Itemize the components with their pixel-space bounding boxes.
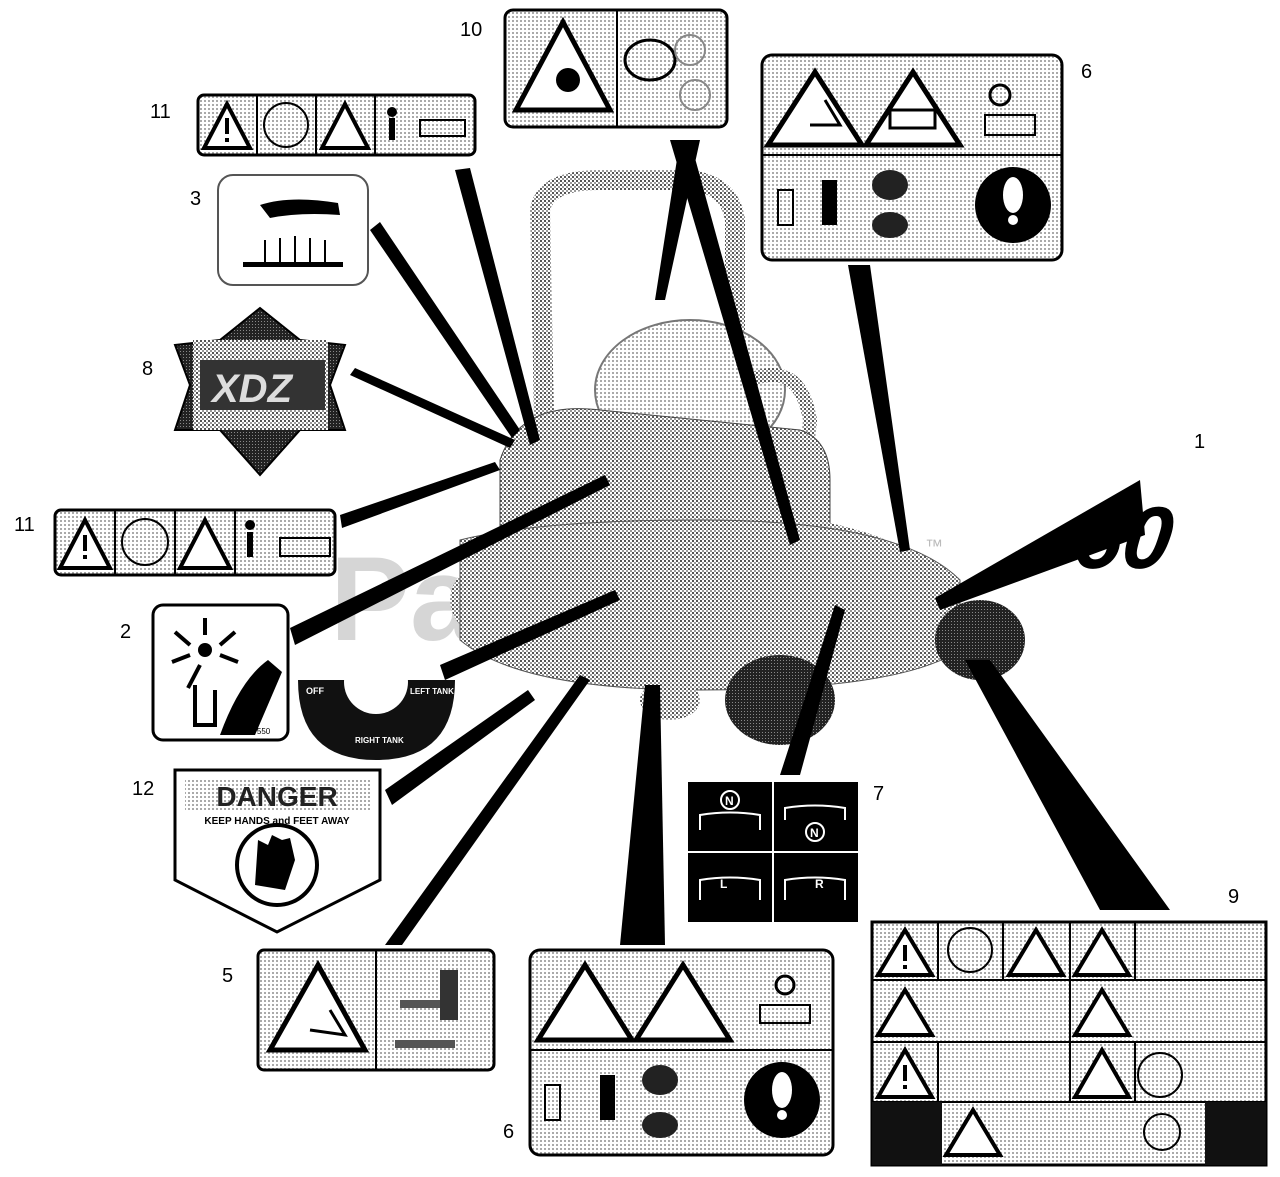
model-number-text: 60 [1068,488,1180,587]
hot-part-code: 07550 [248,727,271,736]
control-right: R [815,877,824,891]
control-left: L [720,877,727,891]
leader-6b [620,685,665,945]
leader-10b [655,140,700,300]
decal-2-hot-parts: 07550 [151,603,290,742]
control-neutral-2: N [810,826,819,840]
callout-10: 10 [460,19,482,41]
decal-9-multi-panel [870,920,1268,1167]
decal-3-hot-surface [217,174,369,286]
callout-7: 7 [873,783,884,805]
leader-1 [935,480,1145,610]
leader-10a [670,140,800,545]
callout-5: 5 [222,965,233,987]
mower-illustration [450,170,1025,745]
watermark-tm: ™ [925,536,943,556]
leader-lines [290,140,1170,945]
callout-11-bottom: 11 [14,514,35,536]
valve-right-label: RIGHT TANK [355,736,404,745]
leader-11b [340,462,500,528]
callout-3: 3 [190,188,201,210]
leader-4 [440,590,620,680]
leader-2 [290,475,610,645]
decal-11-top-warning-strip [196,93,477,157]
danger-subtitle: KEEP HANDS and FEET AWAY [204,816,350,827]
decal-1-model-number: 60 [1068,488,1180,587]
decal-4-fuel-valve: OFF LEFT TANK RIGHT TANK [298,650,455,760]
callout-8: 8 [142,358,153,380]
callout-1: 1 [1194,431,1205,453]
control-neutral-1: N [725,794,734,808]
decal-8-xdz-logo: XDZ [173,306,347,477]
decal-6-top-safety [760,53,1064,262]
valve-off-label: OFF [306,686,324,696]
leader-6a [848,265,910,552]
decal-10-warning [503,8,729,129]
leader-7 [780,605,845,775]
danger-title: DANGER [216,781,337,812]
decal-6-bottom-safety [528,948,835,1157]
valve-left-label: LEFT TANK [410,687,454,696]
decal-12-danger: DANGER KEEP HANDS and FEET AWAY [173,768,382,934]
callout-12: 12 [132,778,154,800]
callout-numbers: 1 2 3 4 5 6 6 7 8 9 10 11 11 12 [14,19,1239,1143]
leader-12 [385,690,535,805]
xdz-mark: XDZ [210,367,294,411]
leader-11a [455,168,540,445]
callout-6-bottom: 6 [503,1121,514,1143]
leader-3 [370,222,520,438]
leader-9 [965,660,1170,910]
callout-11-top: 11 [150,101,171,123]
leader-5 [385,675,590,945]
callout-6-top: 6 [1081,61,1092,83]
callout-9: 9 [1228,886,1239,908]
decal-7-steering-controls: N N L R [688,782,858,922]
callout-2: 2 [120,621,131,643]
leader-8 [350,368,515,448]
decal-5-warning [256,948,496,1072]
decal-11-bottom-warning-strip [53,508,337,577]
